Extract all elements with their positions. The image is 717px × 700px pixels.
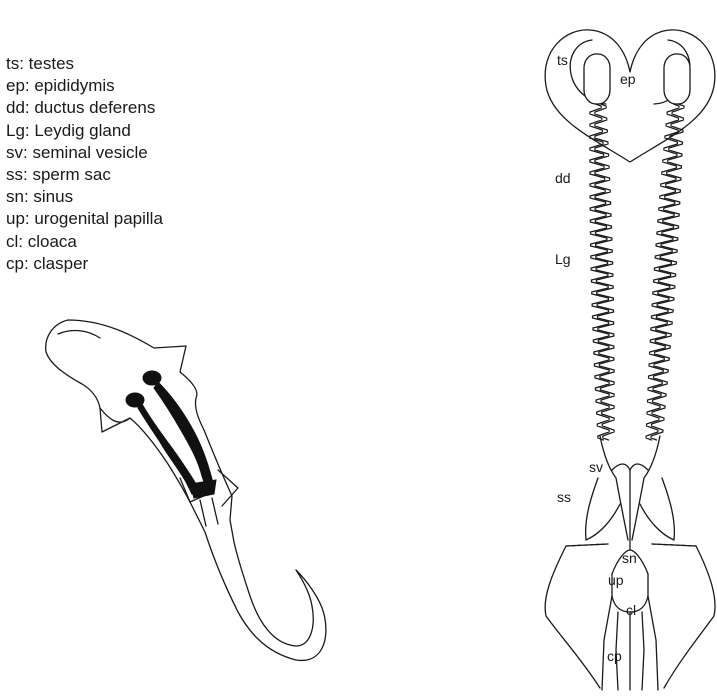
label-clasper: cp [607,648,622,664]
label-sinus: sn [622,550,637,566]
label-epididymis: ep [620,71,636,87]
clasper-right-outline [648,596,658,690]
sperm-sac-right [640,478,674,540]
epididymis-right [664,54,690,104]
label-ductus-deferens: dd [555,170,571,186]
ductus-deferens-right-inner [651,104,684,440]
sperm-sac-left [586,478,620,540]
pelvic-fin-outline-left [545,544,608,688]
label-cloaca: cl [626,602,636,618]
clasper-left-outline [602,596,612,690]
label-urogenital-papilla: up [608,572,624,588]
label-sperm-sac: ss [557,489,571,505]
label-seminal-vesicle: sv [589,459,603,475]
seminal-vesicle-right [632,436,660,540]
seminal-vesicle-left [600,436,628,540]
clasper-right-inner [642,612,644,690]
epididymis-left [584,54,610,104]
ductus-deferens-coils [590,104,684,440]
label-leydig-gland: Lg [555,251,571,267]
seminal-vesicle-inner-left [612,464,630,470]
seminal-vesicle-inner-right [630,464,648,470]
ductus-deferens-right-outer [646,104,679,440]
pelvic-fin-outline-right [652,544,715,688]
pelvic-fin-dash-left [566,544,608,546]
label-testes: ts [557,52,568,68]
